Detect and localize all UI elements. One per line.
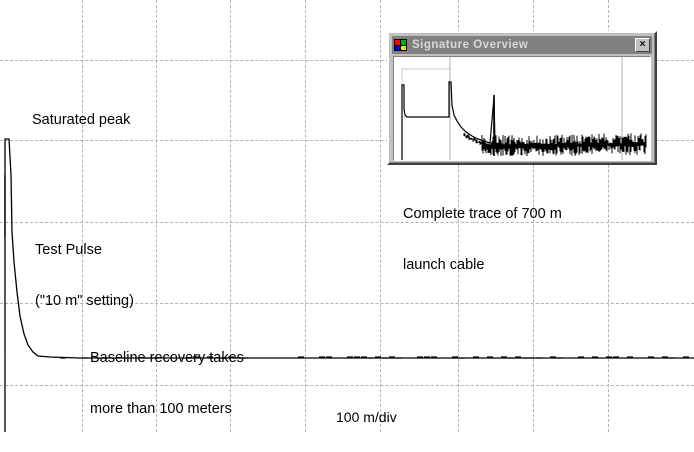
gridline-vertical [82,0,83,432]
gridline-vertical [533,0,534,432]
annotation-saturated-peak: Saturated peak [32,112,131,128]
annotation-baseline-line2: more than 100 meters [90,401,232,417]
annotation-inset-caption-line1: Complete trace of 700 m [403,206,562,222]
annotation-test-pulse-line2: ("10 m" setting) [35,293,134,309]
gridline-vertical [458,0,459,432]
trace-main-line [4,138,694,432]
window-titlebar[interactable]: Signature Overview × [392,36,652,54]
gridline-vertical [156,0,157,432]
annotation-test-pulse-line1: Test Pulse [35,242,102,258]
inset-trace-line [401,81,646,160]
gridline-vertical [380,0,381,432]
gridline-horizontal [0,303,694,304]
annotation-inset-caption: Complete trace of 700 m launch cable [403,172,562,308]
otdr-trace [4,138,694,432]
gridline-horizontal [0,385,694,386]
window-title: Signature Overview [412,39,529,51]
gridline-horizontal [0,222,694,223]
x-axis-label: 100 m/div [336,409,397,425]
gridline-horizontal [0,140,694,141]
close-icon[interactable]: × [635,38,650,52]
program-window-icon [394,38,408,52]
annotation-baseline-line1: Baseline recovery takes [90,350,244,366]
gridline-vertical [305,0,306,432]
inset-otdr-trace [401,57,647,160]
gridline-vertical [230,0,231,432]
signature-overview-window[interactable]: Signature Overview × [387,31,657,165]
annotation-inset-caption-line2: launch cable [403,257,485,273]
zoom-selection-box[interactable] [401,68,451,118]
inset-plot-canvas [393,56,651,161]
annotation-test-pulse: Test Pulse ("10 m" setting) [35,208,134,344]
gridline-vertical [608,0,609,432]
annotation-baseline-recovery: Baseline recovery takes more than 100 me… [90,316,244,452]
gridline-horizontal [0,60,694,61]
